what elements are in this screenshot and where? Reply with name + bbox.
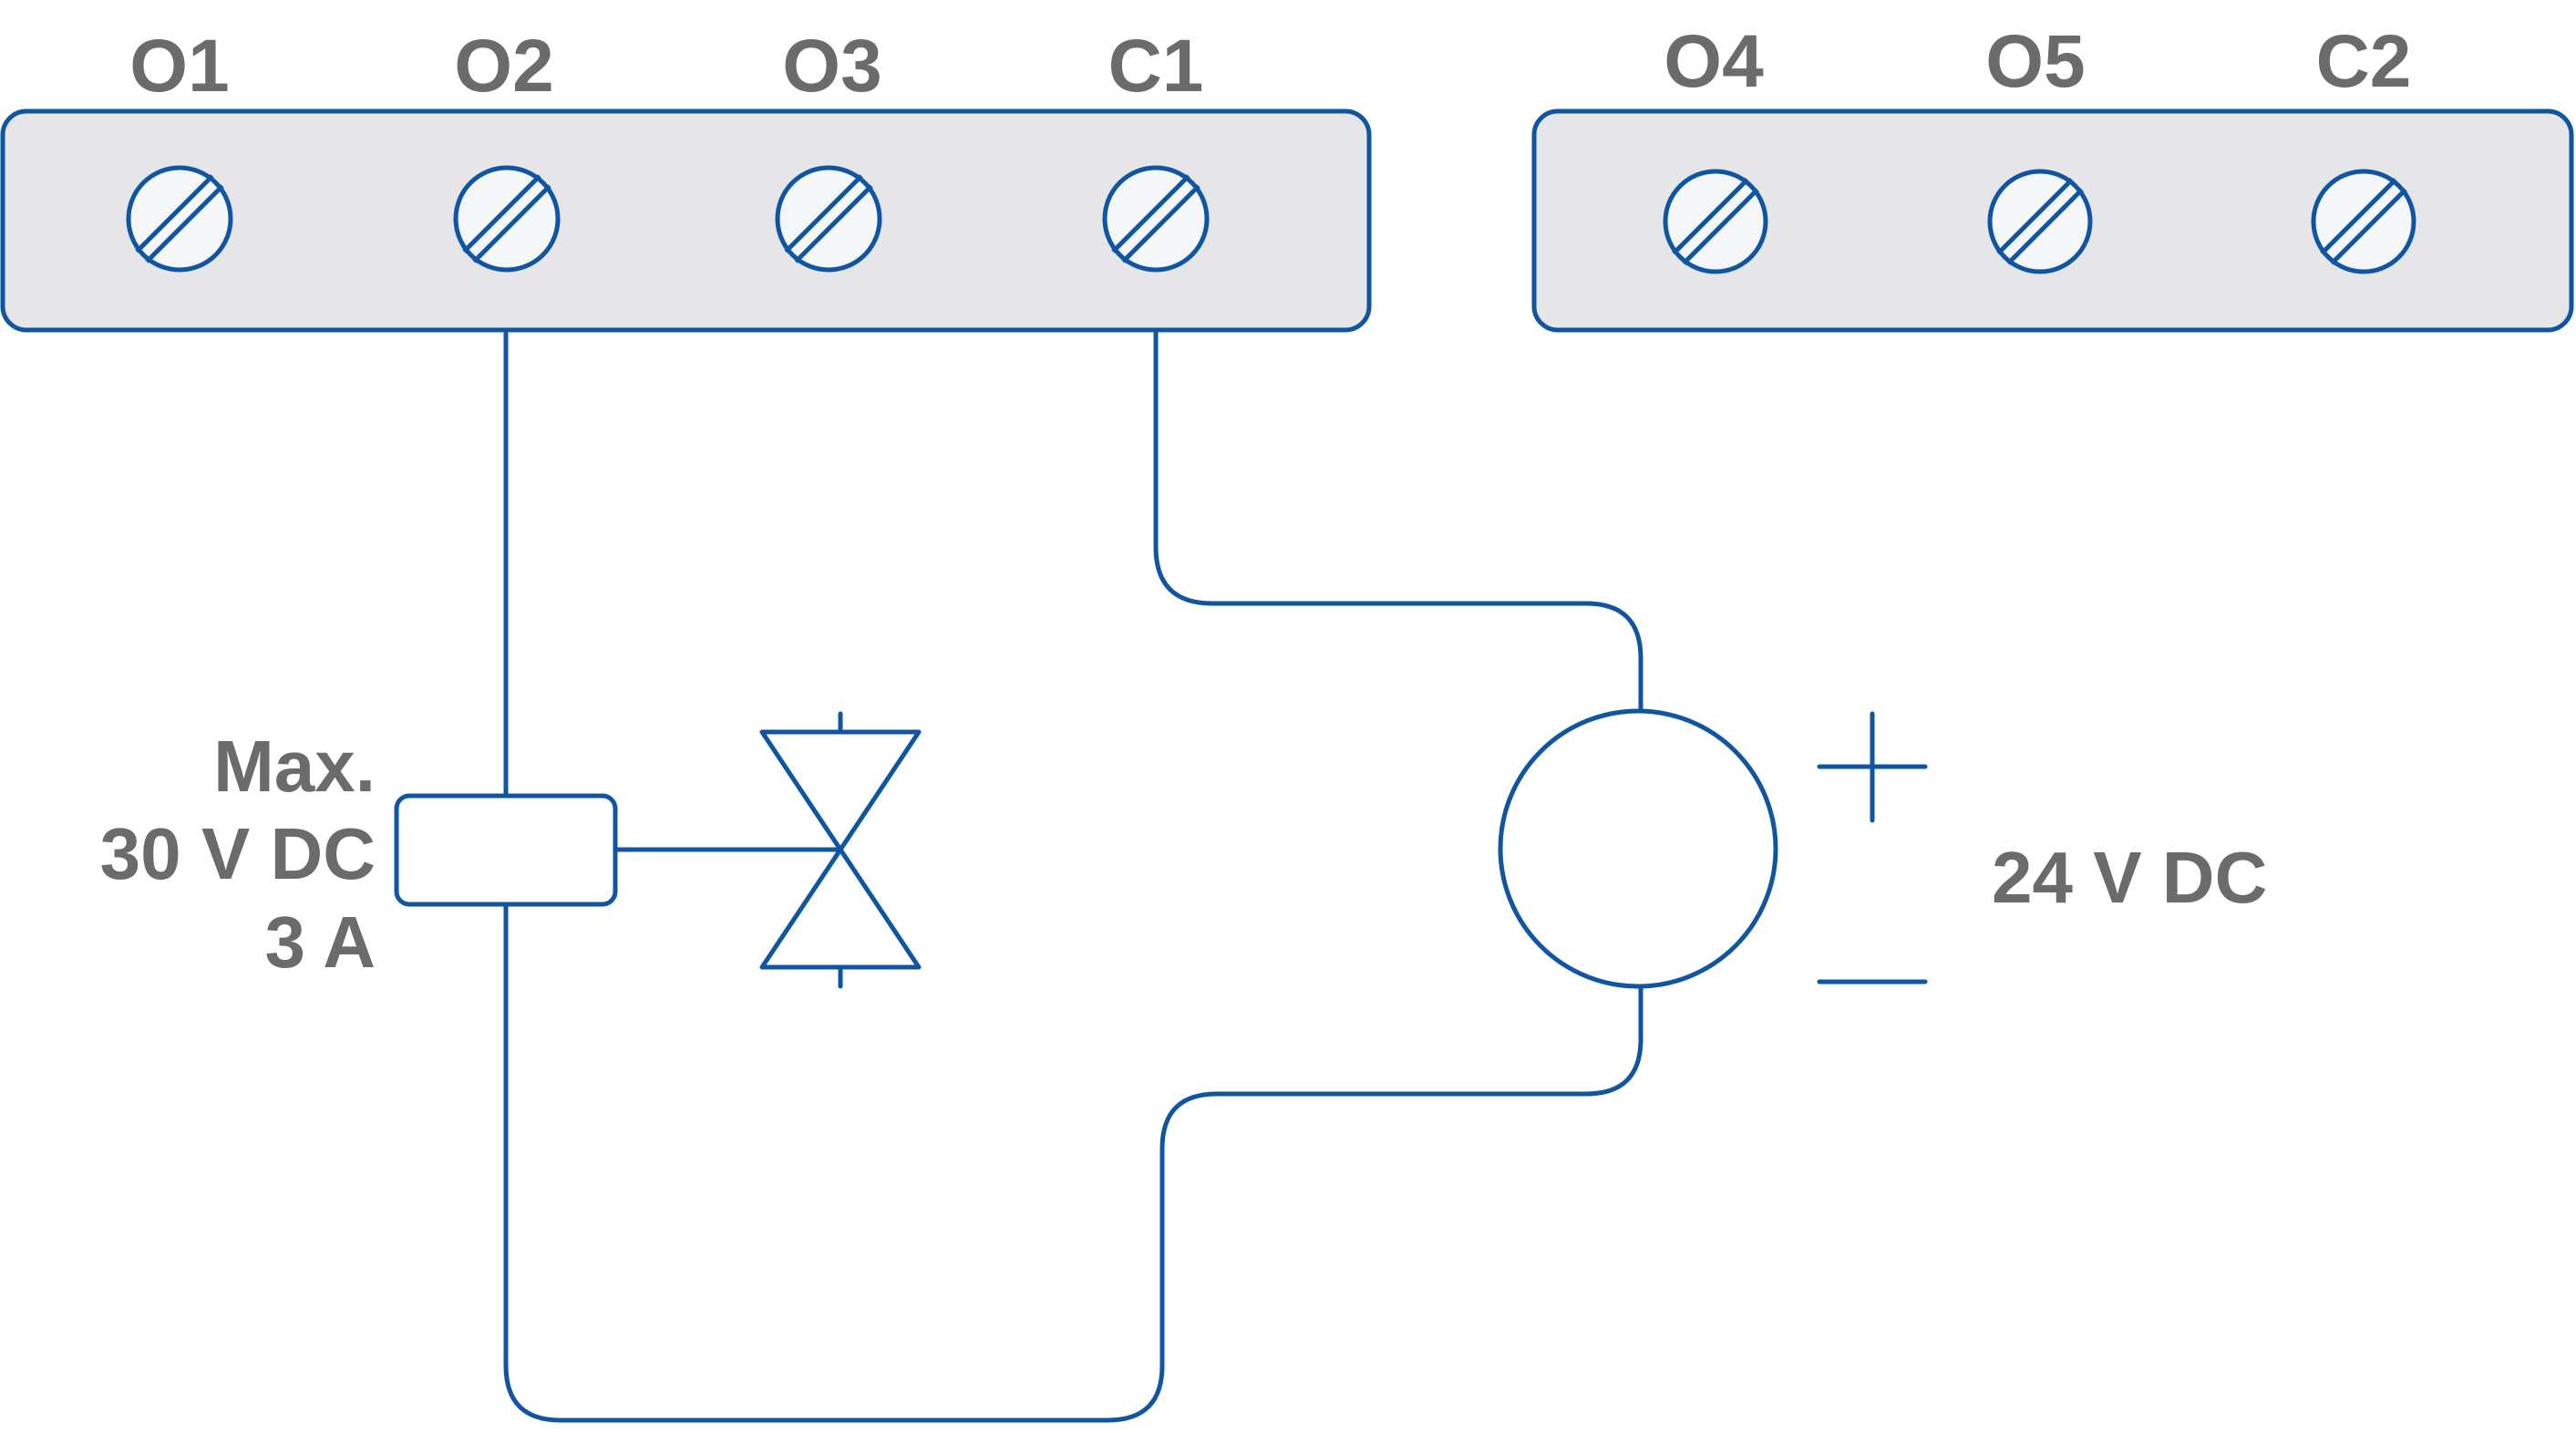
dc-source-icon (1498, 708, 1778, 989)
relay-current-label: 3 A (264, 902, 376, 983)
screw-terminal-icon (2311, 169, 2416, 274)
screw-terminal-icon (126, 165, 233, 273)
solenoid-valve-icon (759, 711, 922, 989)
terminal-label-o3: O3 (782, 25, 881, 108)
terminal-label-o2: O2 (454, 25, 553, 108)
supply-voltage-label: 24 V DC (1992, 837, 2267, 918)
screw-terminal-icon (1987, 169, 2093, 274)
screw-terminal-icon (453, 165, 561, 273)
relay-voltage-label: 30 V DC (100, 813, 376, 894)
terminal-label-o4: O4 (1664, 20, 1764, 103)
screw-terminal-icon (1102, 165, 1210, 273)
plus-icon (1817, 711, 1928, 823)
terminal-block-1 (0, 108, 1372, 333)
screw-terminal-icon (775, 165, 882, 273)
screw-terminal-icon (1663, 169, 1768, 274)
relay-max-label: Max. (213, 726, 376, 807)
wire-relay-to-supply-minus (503, 902, 1643, 1423)
terminal-label-o5: O5 (1985, 20, 2085, 103)
terminal-label-c1: C1 (1108, 25, 1204, 108)
relay-coil (394, 793, 618, 907)
terminal-label-o1: O1 (129, 25, 229, 108)
wire-c1-to-supply-plus (1153, 327, 1643, 714)
terminal-label-c2: C2 (2316, 20, 2412, 103)
